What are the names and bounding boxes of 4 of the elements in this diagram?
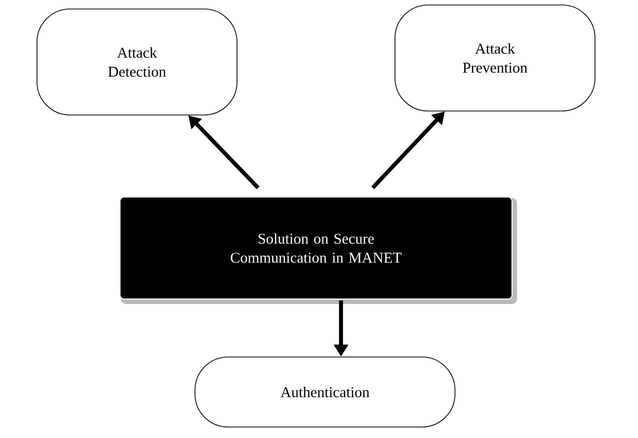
rounded-box: Attack Detection: [36, 8, 238, 116]
rounded-box: Authentication: [194, 356, 456, 428]
title-box: Solution on Secure Communication in MANET: [120, 196, 517, 304]
rounded-box: Attack Prevention: [394, 4, 596, 112]
